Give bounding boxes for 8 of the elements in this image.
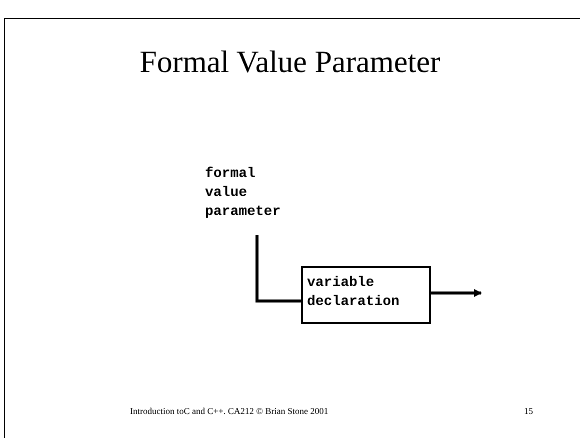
box-text: variable declaration [307, 275, 400, 310]
arrow [431, 289, 482, 297]
process-box [301, 266, 431, 324]
page-number: 15 [524, 406, 533, 416]
footer-text: Introduction toC and C++. CA212 © Brian Stone 2001 [130, 406, 328, 416]
connector-line [256, 235, 301, 302]
slide-title: Formal Value Parameter [138, 44, 442, 80]
node-text: formal value parameter [205, 165, 298, 222]
